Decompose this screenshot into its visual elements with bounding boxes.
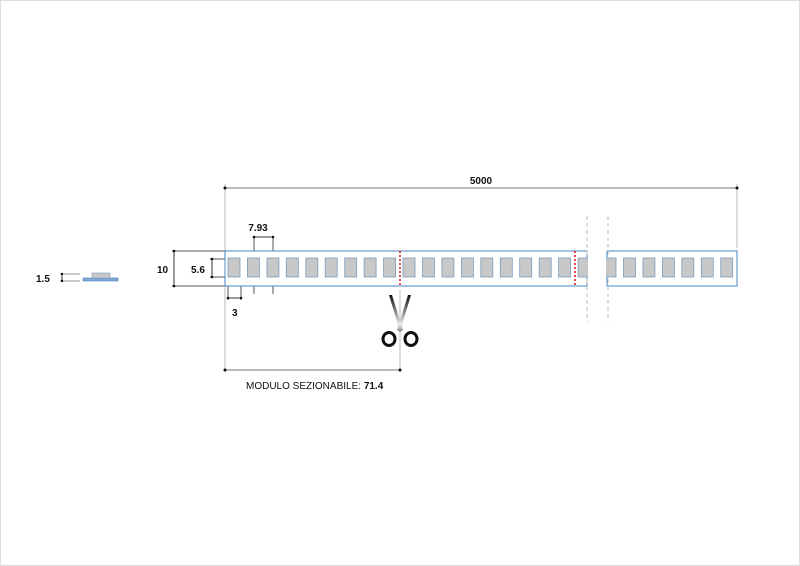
led-chip [499,257,513,278]
led-chip [662,257,675,278]
total-length-label: 5000 [470,176,493,187]
led-chip [402,257,416,278]
led-height-label: 5.6 [191,265,205,276]
led-chip [700,257,714,278]
module-label: MODULO SEZIONABILE: 71.4 [246,381,384,392]
led-chip [519,257,533,278]
led-chip [246,257,260,278]
led-chip [344,257,358,278]
thickness-label: 1.5 [36,274,50,285]
pitch-label: 7.93 [248,223,268,234]
module-dimension: MODULO SEZIONABILE: 71.4 [223,368,402,392]
strip-profile: 1.5 [36,272,119,285]
led-chip [720,257,734,278]
led-chip [558,257,571,278]
led-strip [224,216,738,322]
led-chip [266,257,280,278]
led-chip [363,257,377,278]
scissors-icon [381,295,419,347]
led-chip [480,257,494,278]
strip-width-dimension: 10 [157,249,225,288]
led-chip [623,257,636,278]
module-value: 71.4 [364,381,384,392]
led-height-dimension: 5.6 [191,257,228,279]
led-chip [681,257,695,278]
module-label-text: MODULO SEZIONABILE: [246,381,364,392]
led-chip [422,257,435,278]
led-chip [383,257,397,278]
led-chip [227,257,241,278]
led-width-label: 3 [232,308,238,319]
total-length-dimension: 5000 [223,176,739,190]
profile-led [91,272,111,279]
led-chip [642,257,656,278]
led-chip [460,257,474,278]
led-chip [285,257,299,278]
led-chip [441,257,455,278]
led-chip [305,257,319,278]
led-chip [538,257,552,278]
led-chip [324,257,338,278]
profile-base [82,277,119,282]
strip-width-label: 10 [157,265,169,276]
